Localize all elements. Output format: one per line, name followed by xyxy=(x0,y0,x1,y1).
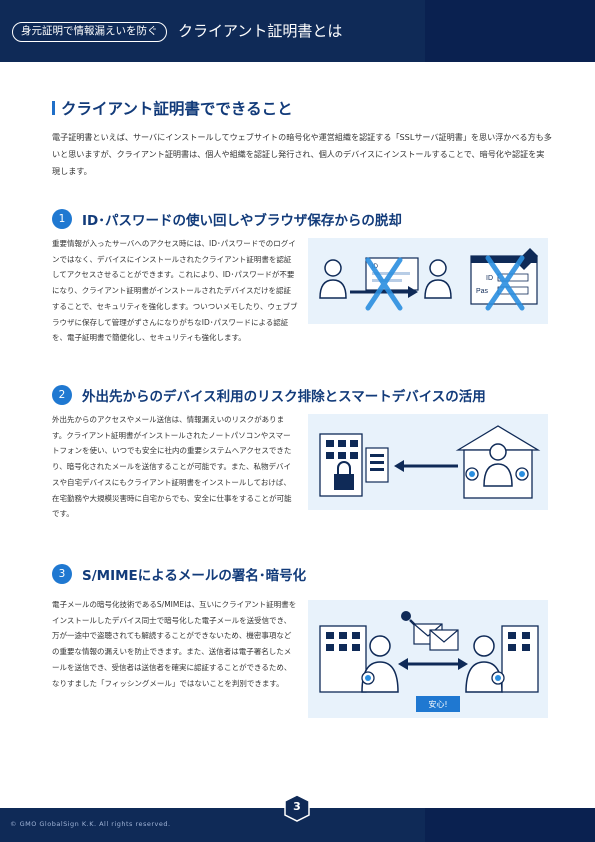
cross-mark-icon xyxy=(485,255,525,311)
main-title: クライアント証明書でできること xyxy=(61,100,293,118)
section-1-illustration: ID ID Pas xyxy=(308,238,548,324)
browser-pass-label: Pas xyxy=(476,288,489,295)
relief-badge: 安心! xyxy=(416,696,460,712)
certificate-badge-icon xyxy=(515,467,529,481)
office-building-icon xyxy=(319,625,367,693)
section-1-title: ID･パスワードの使い回しやブラウザ保存からの脱却 xyxy=(82,213,402,229)
section-2-illustration xyxy=(308,414,548,510)
header-accent xyxy=(425,0,595,62)
title-bar-marker xyxy=(52,101,55,115)
person-icon xyxy=(483,443,513,487)
section-3-heading: 3 S/MIMEによるメールの署名･暗号化 xyxy=(52,562,306,586)
house-icon xyxy=(455,425,541,499)
section-1-text: 重要情報が入ったサーバへのアクセス時には、ID･パスワードでのログインではなく、… xyxy=(52,239,298,343)
envelope-icon xyxy=(429,629,459,651)
copyright-text: © GMO GlobalSign K.K. All rights reserve… xyxy=(10,820,171,828)
section-1-heading: 1 ID･パスワードの使い回しやブラウザ保存からの脱却 xyxy=(52,207,402,231)
padlock-icon xyxy=(334,461,354,490)
header-pill: 身元証明で情報漏えいを防ぐ xyxy=(12,22,167,42)
server-icon xyxy=(365,447,389,483)
person-icon xyxy=(319,259,347,299)
certificate-badge-icon xyxy=(361,671,375,685)
section-2-heading: 2 外出先からのデバイス利用のリスク排除とスマートデバイスの活用 xyxy=(52,383,486,407)
section-3-number: 3 xyxy=(52,564,72,584)
page-header: 身元証明で情報漏えいを防ぐ クライアント証明書とは xyxy=(0,0,595,62)
certificate-badge-icon xyxy=(465,467,479,481)
section-1-number: 1 xyxy=(52,209,72,229)
arrow-left-icon xyxy=(394,460,458,472)
pencil-icon xyxy=(516,248,538,270)
office-building-icon xyxy=(501,625,539,693)
section-3-illustration: 安心! xyxy=(308,600,548,718)
person-icon xyxy=(361,635,399,693)
header-title: クライアント証明書とは xyxy=(178,22,343,40)
relief-badge-label: 安心! xyxy=(428,699,447,709)
footer-accent xyxy=(425,808,595,842)
intro-paragraph: 電子証明書といえば、サーバにインストールしてウェブサイトの暗号化や運営組織を認証… xyxy=(52,132,552,176)
person-icon xyxy=(424,259,452,299)
section-2-text: 外出先からのアクセスやメール送信は、情報漏えいのリスクがあります。クライアント証… xyxy=(52,415,292,519)
double-arrow-icon xyxy=(398,658,468,670)
main-title-block: クライアント証明書でできること xyxy=(52,98,293,118)
section-3-title: S/MIMEによるメールの署名･暗号化 xyxy=(82,568,307,584)
person-icon xyxy=(465,635,503,693)
section-2-number: 2 xyxy=(52,385,72,405)
section-3-text: 電子メールの暗号化技術であるS/MIMEは、互いにクライアント証明書をインストー… xyxy=(52,600,297,688)
certificate-badge-icon xyxy=(491,671,505,685)
section-2-title: 外出先からのデバイス利用のリスク排除とスマートデバイスの活用 xyxy=(82,389,486,405)
cross-mark-icon xyxy=(365,257,403,311)
page-number: 3 xyxy=(293,800,301,813)
browser-id-label: ID xyxy=(486,275,493,282)
page-number-badge xyxy=(284,794,310,822)
